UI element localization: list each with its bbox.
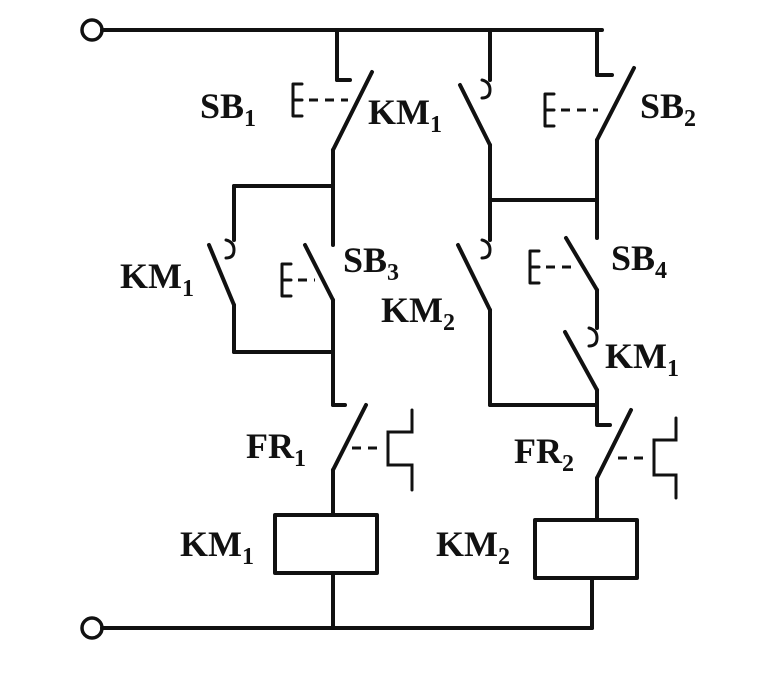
label-km1-left: KM1 bbox=[120, 256, 194, 302]
label-coil-km1: KM1 bbox=[180, 524, 254, 570]
fr2-overload-contact-symbol bbox=[595, 408, 678, 500]
label-sb1: SB1 bbox=[200, 86, 256, 132]
label-fr1: FR1 bbox=[246, 426, 306, 472]
km1-holding-contact-symbol bbox=[207, 238, 236, 354]
km2-coil bbox=[533, 518, 639, 580]
label-km1-top: KM1 bbox=[368, 92, 442, 138]
km2-holding-contact-symbol bbox=[456, 238, 492, 407]
label-km1-right: KM1 bbox=[605, 336, 679, 382]
sb4-start-button-symbol bbox=[528, 236, 599, 330]
sb2-stop-button-symbol bbox=[543, 66, 636, 202]
label-sb3: SB3 bbox=[343, 240, 399, 286]
label-coil-km2: KM2 bbox=[436, 524, 510, 570]
sb3-start-button-symbol bbox=[280, 243, 335, 354]
top-terminal bbox=[80, 18, 104, 42]
km1-interlock-contact-symbol bbox=[458, 78, 492, 202]
km1-coil bbox=[273, 513, 379, 575]
fr1-overload-contact-symbol bbox=[331, 403, 414, 492]
label-sb2: SB2 bbox=[640, 86, 696, 132]
sb1-stop-button-symbol bbox=[291, 70, 374, 152]
label-fr2: FR2 bbox=[514, 431, 574, 477]
bottom-terminal bbox=[80, 616, 104, 640]
label-sb4: SB4 bbox=[611, 238, 667, 284]
km1-right-interlock-contact-symbol bbox=[563, 326, 599, 412]
label-km2-mid: KM2 bbox=[381, 290, 455, 336]
